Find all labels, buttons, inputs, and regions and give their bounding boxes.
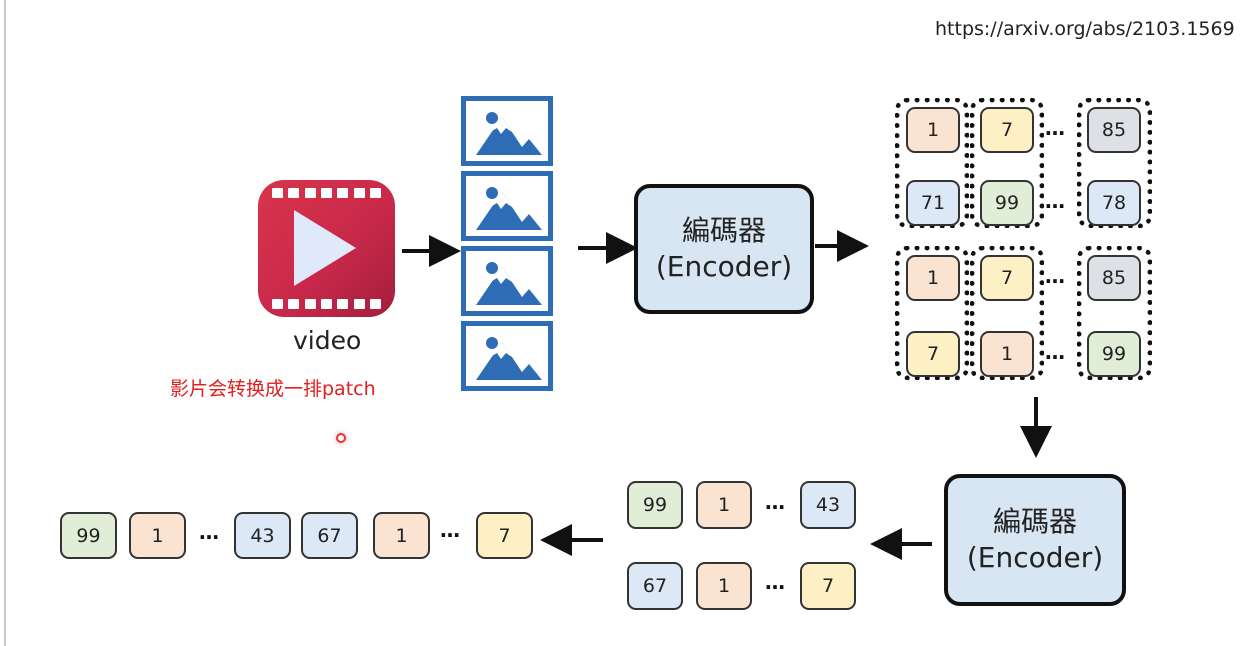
image-frame-icon: [461, 321, 553, 391]
grid-token: 85: [1087, 255, 1141, 301]
ellipsis: …: [1045, 340, 1066, 364]
encoded-token: 67: [627, 562, 683, 610]
encoder-label-en: (Encoder): [655, 250, 793, 283]
encoded-token: 7: [800, 562, 856, 610]
encoder-label-en: (Encoder): [966, 541, 1104, 574]
grid-token: 71: [906, 180, 960, 226]
image-frame-icon: [461, 96, 553, 166]
image-frame-icon: [461, 246, 553, 316]
video-play-icon: [258, 180, 395, 317]
ellipsis: …: [765, 570, 786, 594]
ellipsis: …: [1045, 116, 1066, 140]
encoded-token: 99: [627, 481, 683, 529]
annotation-text: 影片会转换成一排patch: [170, 378, 376, 400]
encoded-token: 43: [800, 481, 856, 529]
grid-token: 7: [980, 255, 1034, 301]
film-strip-bottom: [272, 299, 381, 309]
ellipsis: …: [765, 490, 786, 514]
grid-token: 7: [980, 107, 1034, 153]
ellipsis: …: [1045, 264, 1066, 288]
image-frame-icon: [461, 171, 553, 241]
encoded-token: 1: [696, 481, 752, 529]
grid-token: 1: [906, 107, 960, 153]
grid-token: 99: [980, 180, 1034, 226]
window-edge: [4, 0, 6, 646]
output-token: 67: [301, 512, 358, 559]
patch-group: [895, 246, 969, 380]
source-url: https://arxiv.org/abs/2103.1569: [935, 18, 1235, 40]
patch-group: [970, 246, 1044, 380]
patch-group: [1077, 246, 1152, 380]
ellipsis: …: [1045, 189, 1066, 213]
play-triangle: [294, 210, 356, 286]
grid-token: 99: [1087, 331, 1141, 377]
output-token: 43: [234, 512, 291, 559]
film-strip-top: [272, 188, 381, 198]
grid-token: 1: [980, 331, 1034, 377]
output-token: 7: [476, 512, 533, 559]
encoder-block-bottom: 編碼器 (Encoder): [944, 474, 1126, 606]
ellipsis: …: [199, 520, 220, 544]
encoder-block-top: 編碼器 (Encoder): [634, 184, 814, 314]
cursor-marker: [336, 433, 346, 443]
ellipsis: …: [440, 518, 461, 542]
output-token: 1: [129, 512, 186, 559]
encoder-label-zh: 編碼器: [681, 214, 766, 247]
output-token: 1: [373, 512, 430, 559]
grid-token: 7: [906, 331, 960, 377]
encoded-token: 1: [696, 562, 752, 610]
video-label: video: [293, 326, 362, 355]
grid-token: 1: [906, 255, 960, 301]
grid-token: 78: [1087, 180, 1141, 226]
grid-token: 85: [1087, 107, 1141, 153]
output-token: 99: [60, 512, 117, 559]
encoder-label-zh: 編碼器: [992, 505, 1077, 538]
